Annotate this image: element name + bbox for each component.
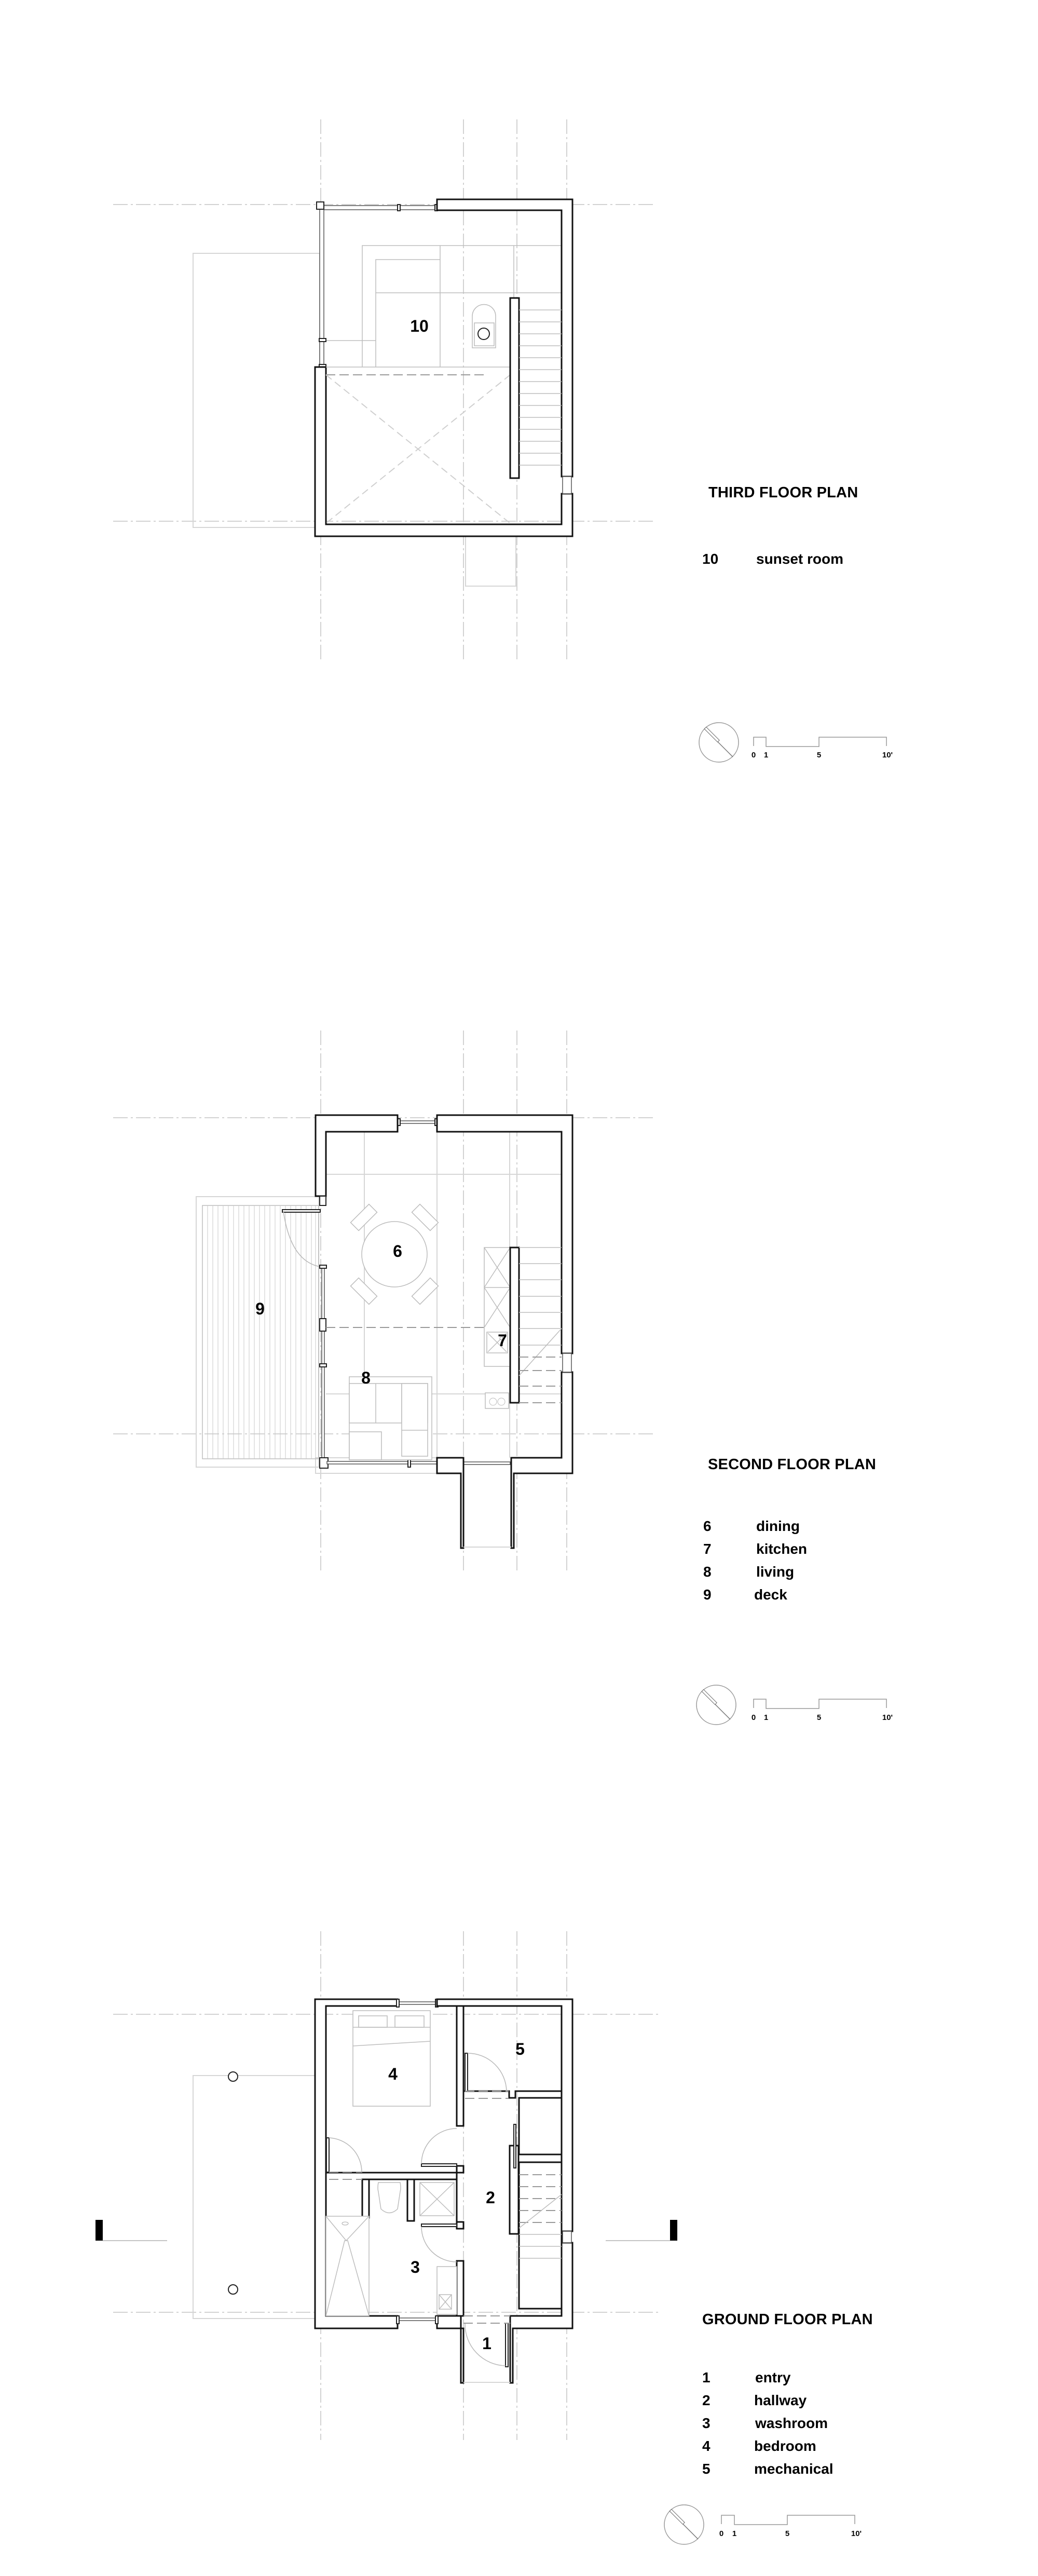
legend-item: 1 entry — [702, 2369, 791, 2385]
room-label-3: 3 — [411, 2258, 420, 2276]
north-arrow-icon — [699, 722, 739, 763]
scale-bar — [753, 1699, 887, 1709]
kitchen-counter — [326, 1247, 511, 1409]
legend-item: 4 bedroom — [702, 2438, 816, 2454]
scale-tick-0: 0 — [719, 2529, 724, 2538]
section-marker-icon — [95, 2220, 103, 2241]
stair — [518, 2174, 562, 2259]
site-outline — [193, 2071, 316, 2319]
scale-tick-5: 5 — [816, 1713, 822, 1722]
room-label-9: 9 — [255, 1299, 265, 1318]
scale-tick-1: 1 — [763, 751, 769, 760]
room-label-1: 1 — [482, 2334, 491, 2353]
scale-tick-0: 0 — [751, 1713, 756, 1722]
third-floor-title: THIRD FLOOR PLAN — [708, 484, 858, 501]
scale-bar — [721, 2515, 855, 2525]
dining-table — [350, 1203, 439, 1305]
doors — [326, 2053, 516, 2367]
open-to-below — [325, 367, 511, 524]
section-line-west — [103, 2240, 167, 2241]
scale-tick-1: 1 — [732, 2529, 737, 2538]
room-label-7: 7 — [498, 1331, 507, 1350]
second-floor-drawing — [113, 1031, 653, 1573]
stair — [509, 1246, 562, 1404]
room-label-8: 8 — [361, 1368, 371, 1387]
living-furniture — [349, 1376, 432, 1460]
scale-tick-5: 5 — [785, 2529, 790, 2538]
walls — [314, 198, 573, 537]
scale-tick-10: 10' — [882, 751, 893, 760]
third-floor-legend: 10 sunset room — [702, 548, 858, 571]
room-label-10: 10 — [410, 317, 429, 335]
legend-item: 2 hallway — [702, 2392, 807, 2408]
scale-tick-10: 10' — [882, 1713, 893, 1722]
third-floor-drawing — [113, 119, 653, 659]
ground-floor-scale-graphics — [664, 2504, 855, 2545]
legend-item: 10 sunset room — [702, 551, 844, 567]
section-line-east — [606, 2240, 670, 2241]
glazing — [316, 201, 438, 368]
scale-bar — [753, 737, 887, 747]
stair — [509, 297, 562, 479]
second-floor-title: SECOND FLOOR PLAN — [708, 1456, 877, 1473]
washroom-fixtures — [325, 2182, 457, 2316]
stove-icon — [472, 304, 496, 348]
legend-item: 6 dining — [703, 1518, 800, 1534]
north-arrow-icon — [664, 2504, 704, 2545]
legend-item: 5 mechanical — [702, 2461, 834, 2477]
bed — [352, 2010, 431, 2107]
second-floor-scale-graphics — [696, 1685, 887, 1725]
room-label-2: 2 — [486, 2188, 495, 2207]
scale-tick-10: 10' — [851, 2529, 862, 2538]
legend-item: 9 deck — [703, 1587, 787, 1603]
deck — [196, 1196, 321, 1468]
scale-tick-5: 5 — [816, 751, 822, 760]
north-arrow-icon — [696, 1685, 736, 1725]
sunset-room-platform — [326, 245, 562, 367]
legend-item: 8 living — [703, 1564, 795, 1580]
scale-tick-1: 1 — [763, 1713, 769, 1722]
legend-item: 7 kitchen — [703, 1541, 808, 1557]
room-label-5: 5 — [515, 2040, 525, 2058]
room-label-4: 4 — [388, 2065, 398, 2083]
room-label-6: 6 — [393, 1242, 402, 1260]
ground-floor-legend: 1 entry 2 hallway 3 washroom 4 bedroom 5… — [702, 2366, 879, 2480]
section-marker-icon — [670, 2220, 677, 2241]
ground-floor-drawing — [113, 1931, 659, 2440]
third-floor-scale-graphics — [699, 722, 887, 763]
ground-floor-title: GROUND FLOOR PLAN — [702, 2311, 873, 2328]
second-floor-legend: 6 dining 7 kitchen 8 living 9 deck — [703, 1515, 869, 1606]
scale-tick-0: 0 — [751, 751, 756, 760]
walls — [315, 1114, 573, 1549]
legend-item: 3 washroom — [702, 2415, 828, 2431]
